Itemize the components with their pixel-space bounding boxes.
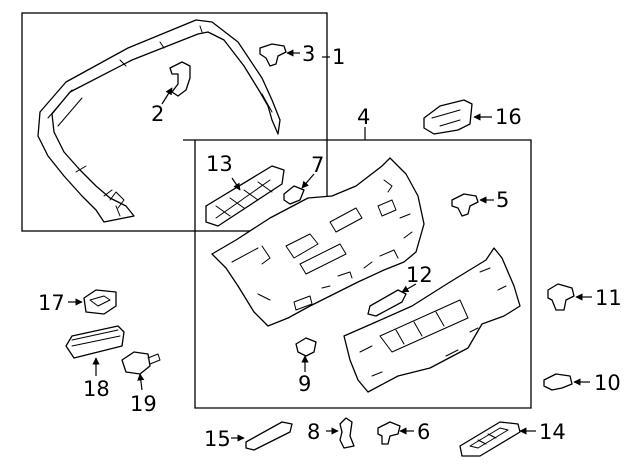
part-13-trim-strip <box>205 165 285 227</box>
part-10-clip <box>543 373 573 391</box>
callout-7: 7 <box>311 153 324 177</box>
group-box-1 <box>21 12 328 232</box>
part-15-strip <box>245 421 293 451</box>
callout-16: 16 <box>495 105 522 129</box>
part-1-weatherstrip <box>37 19 281 223</box>
part-17-retainer <box>83 289 117 315</box>
callout-11: 11 <box>595 286 622 310</box>
callout-10: 10 <box>594 371 621 395</box>
part-9-clip <box>295 337 317 357</box>
callout-4: 4 <box>357 105 370 129</box>
part-7-clip <box>283 185 305 205</box>
callout-15: 15 <box>204 427 231 451</box>
part-4-upper-trim-panel <box>211 157 425 327</box>
callout-13: 13 <box>206 152 233 176</box>
part-6-clip <box>377 421 401 445</box>
callout-9: 9 <box>298 372 311 396</box>
part-11-clip <box>547 283 575 311</box>
callout-8: 8 <box>307 420 320 444</box>
callout-6: 6 <box>417 420 430 444</box>
callout-14: 14 <box>539 420 566 444</box>
part-8-pin <box>339 417 355 449</box>
callout-5: 5 <box>496 188 509 212</box>
callout-17: 17 <box>38 291 65 315</box>
callout-1: 1 <box>332 45 345 69</box>
callout-19: 19 <box>130 392 157 416</box>
part-18-cover <box>65 325 125 359</box>
part-12-handle-grip <box>367 289 407 317</box>
part-19-connector <box>121 351 161 375</box>
part-14-bezel <box>459 421 521 457</box>
callout-18: 18 <box>83 377 110 401</box>
part-3-clip <box>259 43 287 67</box>
part-2-hook <box>169 61 191 97</box>
callout-3: 3 <box>302 42 315 66</box>
part-16-bracket <box>423 99 473 135</box>
group-box-4 <box>183 139 532 409</box>
callout-12: 12 <box>406 263 433 287</box>
callout-2: 2 <box>151 102 164 126</box>
part-4-lower-trim-panel <box>343 247 521 393</box>
part-5-clip <box>451 193 479 217</box>
